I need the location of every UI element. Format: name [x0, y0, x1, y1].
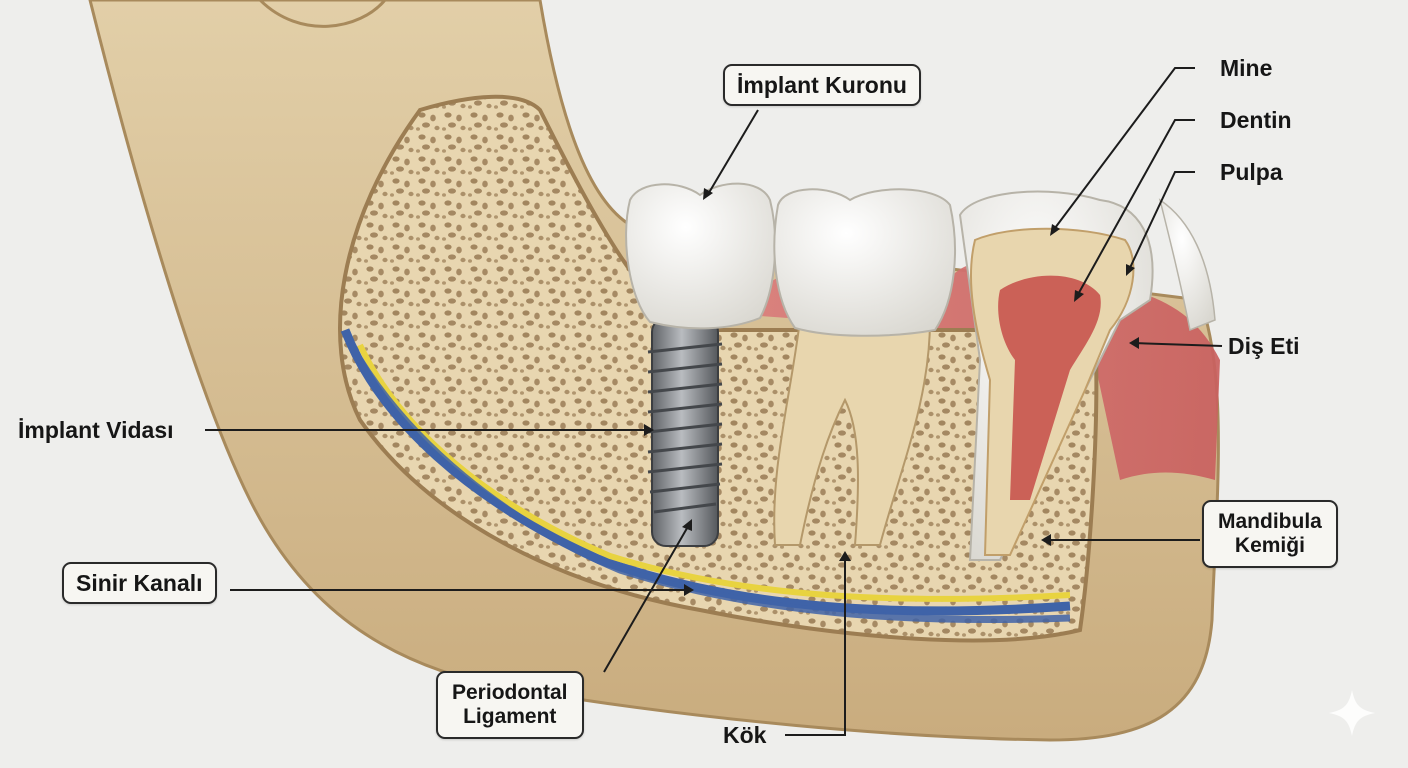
label-periodontal-ligament: Periodontal Ligament	[436, 671, 584, 740]
label-mandible-line2: Kemiği	[1234, 534, 1305, 558]
nerve-fiber	[357, 343, 1071, 602]
label-dentin: Dentin	[1220, 107, 1292, 133]
sparkle-icon	[1329, 690, 1375, 736]
label-implant-crown: İmplant Kuronu	[723, 64, 921, 107]
label-nerve-canal: Sinir Kanalı	[62, 562, 217, 605]
label-implant-screw: İmplant Vidası	[18, 417, 174, 443]
label-root: Kök	[723, 722, 767, 748]
natural-tooth-graphic	[773, 188, 956, 546]
label-enamel: Mine	[1220, 55, 1273, 81]
label-periodontal-line1: Periodontal	[452, 681, 568, 704]
label-mandible: Mandibula Kemiği	[1202, 500, 1338, 569]
implant-screw-graphic	[647, 317, 723, 547]
sectioned-tooth-graphic	[958, 190, 1216, 561]
label-periodontal-line2: Ligament	[463, 705, 557, 729]
label-pulp: Pulpa	[1220, 159, 1283, 185]
implant-crown-graphic	[625, 182, 777, 330]
pointer-lines	[205, 67, 1223, 736]
label-gum: Diş Eti	[1228, 333, 1300, 359]
label-mandible-line1: Mandibula	[1218, 510, 1322, 533]
